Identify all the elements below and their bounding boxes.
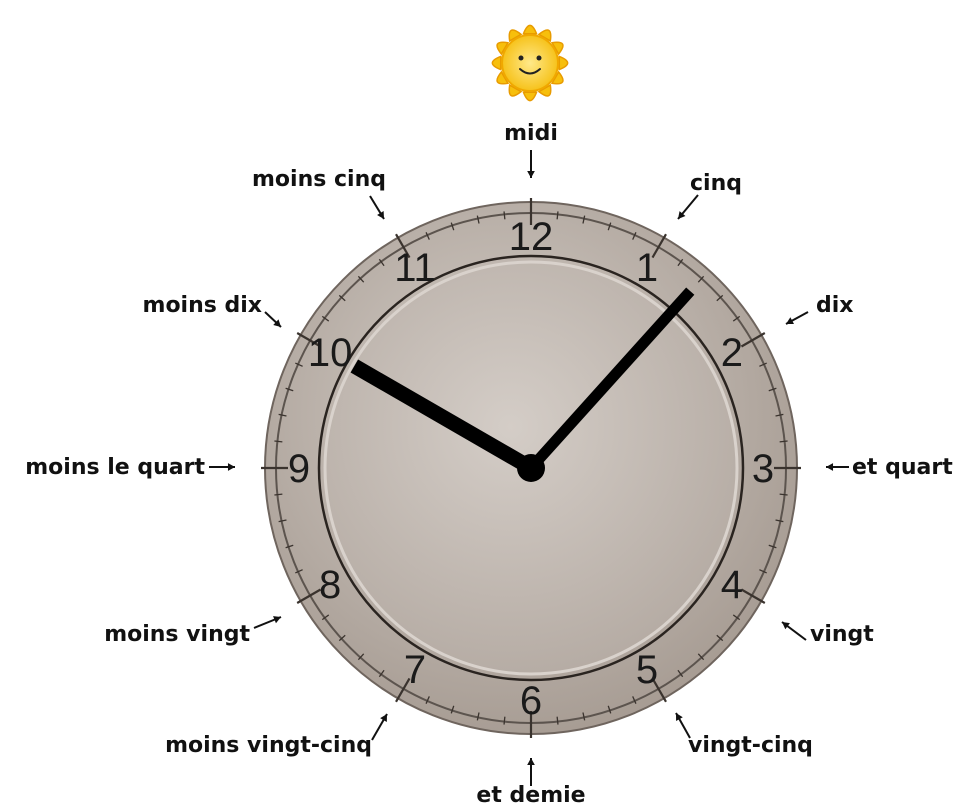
minute-tick [557, 211, 558, 219]
clock-numeral: 9 [288, 447, 310, 491]
label-vingt-cinq: vingt-cinq [688, 733, 813, 758]
clock-numeral: 10 [308, 331, 353, 375]
label-et-demie: et demie [476, 783, 585, 808]
arrow-head [527, 758, 535, 765]
label-moins-vingt-cinq: moins vingt-cinq [165, 733, 372, 758]
clock-numeral: 7 [404, 648, 426, 692]
clock-numeral: 2 [721, 331, 743, 375]
label-moins-le-quart: moins le quart [25, 455, 205, 480]
sun-ray [523, 25, 536, 33]
label-moins-dix: moins dix [143, 293, 262, 318]
clock-numeral: 8 [319, 563, 341, 607]
arrow-head [228, 463, 235, 471]
minute-tick [274, 441, 282, 442]
clock-numeral: 12 [509, 215, 554, 259]
sun-ray [523, 92, 536, 100]
clock-numeral: 1 [636, 246, 658, 290]
sun-ray [492, 56, 500, 69]
minute-tick [780, 494, 788, 495]
label-et-quart: et quart [852, 455, 953, 480]
arrow-head [826, 463, 833, 471]
label-moins-vingt: moins vingt [104, 622, 250, 647]
sun-icon [492, 25, 567, 100]
minute-tick [274, 494, 282, 495]
clock-numeral: 11 [394, 246, 436, 290]
clock-numeral: 3 [752, 447, 774, 491]
label-dix: dix [816, 293, 853, 318]
minute-tick [504, 211, 505, 219]
minute-tick [504, 717, 505, 725]
arrow-head [527, 171, 535, 178]
clock-center-pin [517, 454, 545, 482]
label-cinq: cinq [690, 171, 742, 196]
label-moins-cinq: moins cinq [252, 167, 386, 192]
label-vingt: vingt [810, 622, 874, 647]
clock-numeral: 5 [636, 648, 658, 692]
clock-numeral: 6 [520, 679, 542, 723]
clock-numeral: 4 [721, 563, 743, 607]
sun-ray [559, 56, 567, 69]
minute-tick [780, 441, 788, 442]
label-midi: midi [504, 121, 558, 146]
minute-tick [557, 717, 558, 725]
